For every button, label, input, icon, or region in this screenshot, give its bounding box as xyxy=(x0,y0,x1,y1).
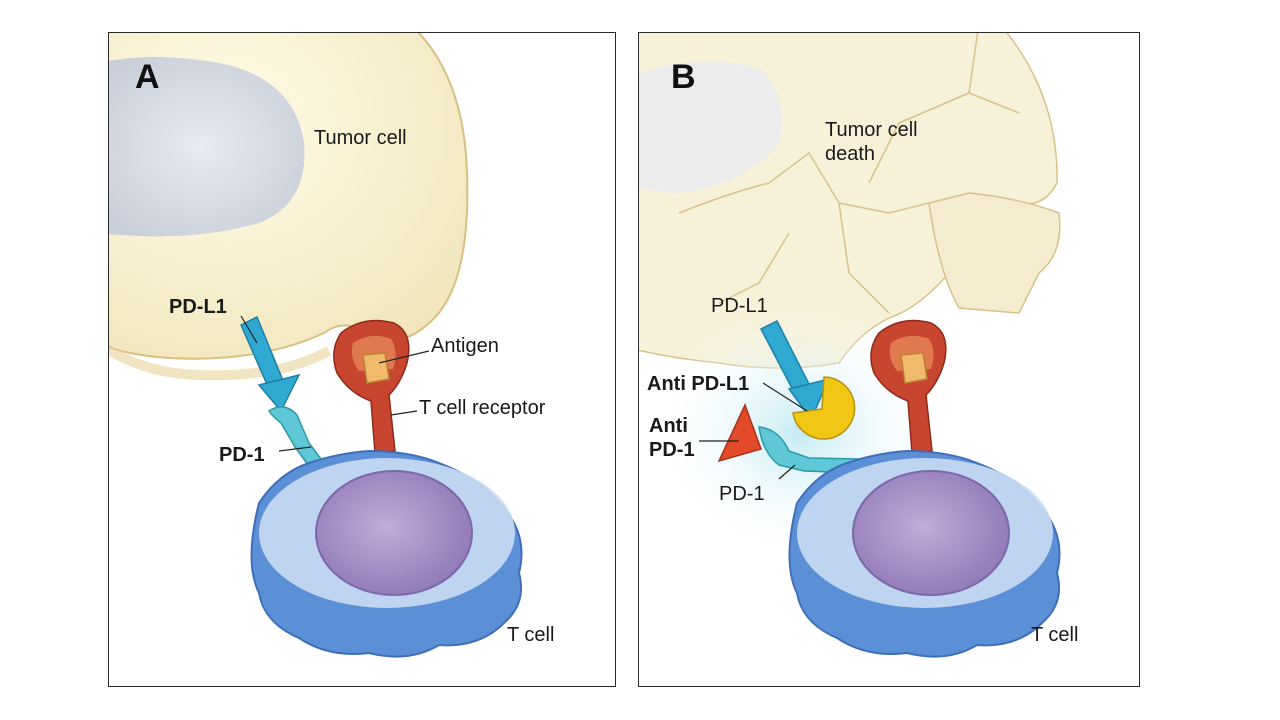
panel-a-illustration xyxy=(109,33,523,658)
anti-pd-1-label-line1: Anti xyxy=(649,415,688,437)
fragmented-tumor-cell xyxy=(639,33,1061,369)
pd-l1-label: PD-L1 xyxy=(169,296,227,318)
t-cell-receptor-label: T cell receptor xyxy=(419,397,546,419)
anti-pd-1-antibody xyxy=(717,403,762,463)
t-cell-label: T cell xyxy=(507,624,555,646)
panel-b: B Tumor cell death PD-L1 Anti PD-L1 Anti… xyxy=(638,32,1140,687)
antigen-label: Antigen xyxy=(431,335,499,357)
t-cell-nucleus xyxy=(315,470,473,596)
tumor-cell-label: Tumor cell xyxy=(314,127,407,149)
tumor-nucleus xyxy=(109,57,305,237)
t-cell-label: T cell xyxy=(1031,624,1079,646)
pd-l1-label: PD-L1 xyxy=(711,295,768,317)
panel-a: A Tumor cell PD-L1 Antigen T cell recept… xyxy=(108,32,616,687)
anti-pd-l1-label: Anti PD-L1 xyxy=(647,373,750,395)
antigen xyxy=(362,352,390,384)
pd-l1-receptor xyxy=(759,319,831,421)
panel-a-letter: A xyxy=(135,58,160,96)
pd-1-label: PD-1 xyxy=(719,483,765,505)
t-cell-receptor xyxy=(333,319,410,454)
tumor-cell-death-label-line1: Tumor cell xyxy=(825,119,918,141)
anti-pd-1-label-line2: PD-1 xyxy=(649,439,695,461)
tumor-cell-death-label-line2: death xyxy=(825,143,876,165)
t-cell-receptor xyxy=(870,319,947,454)
panel-b-letter: B xyxy=(671,58,696,96)
t-cell-nucleus xyxy=(852,470,1010,596)
panel-b-illustration xyxy=(639,33,1061,658)
anti-pd-l1-antibody xyxy=(792,376,856,440)
pd-1-label: PD-1 xyxy=(219,444,265,466)
